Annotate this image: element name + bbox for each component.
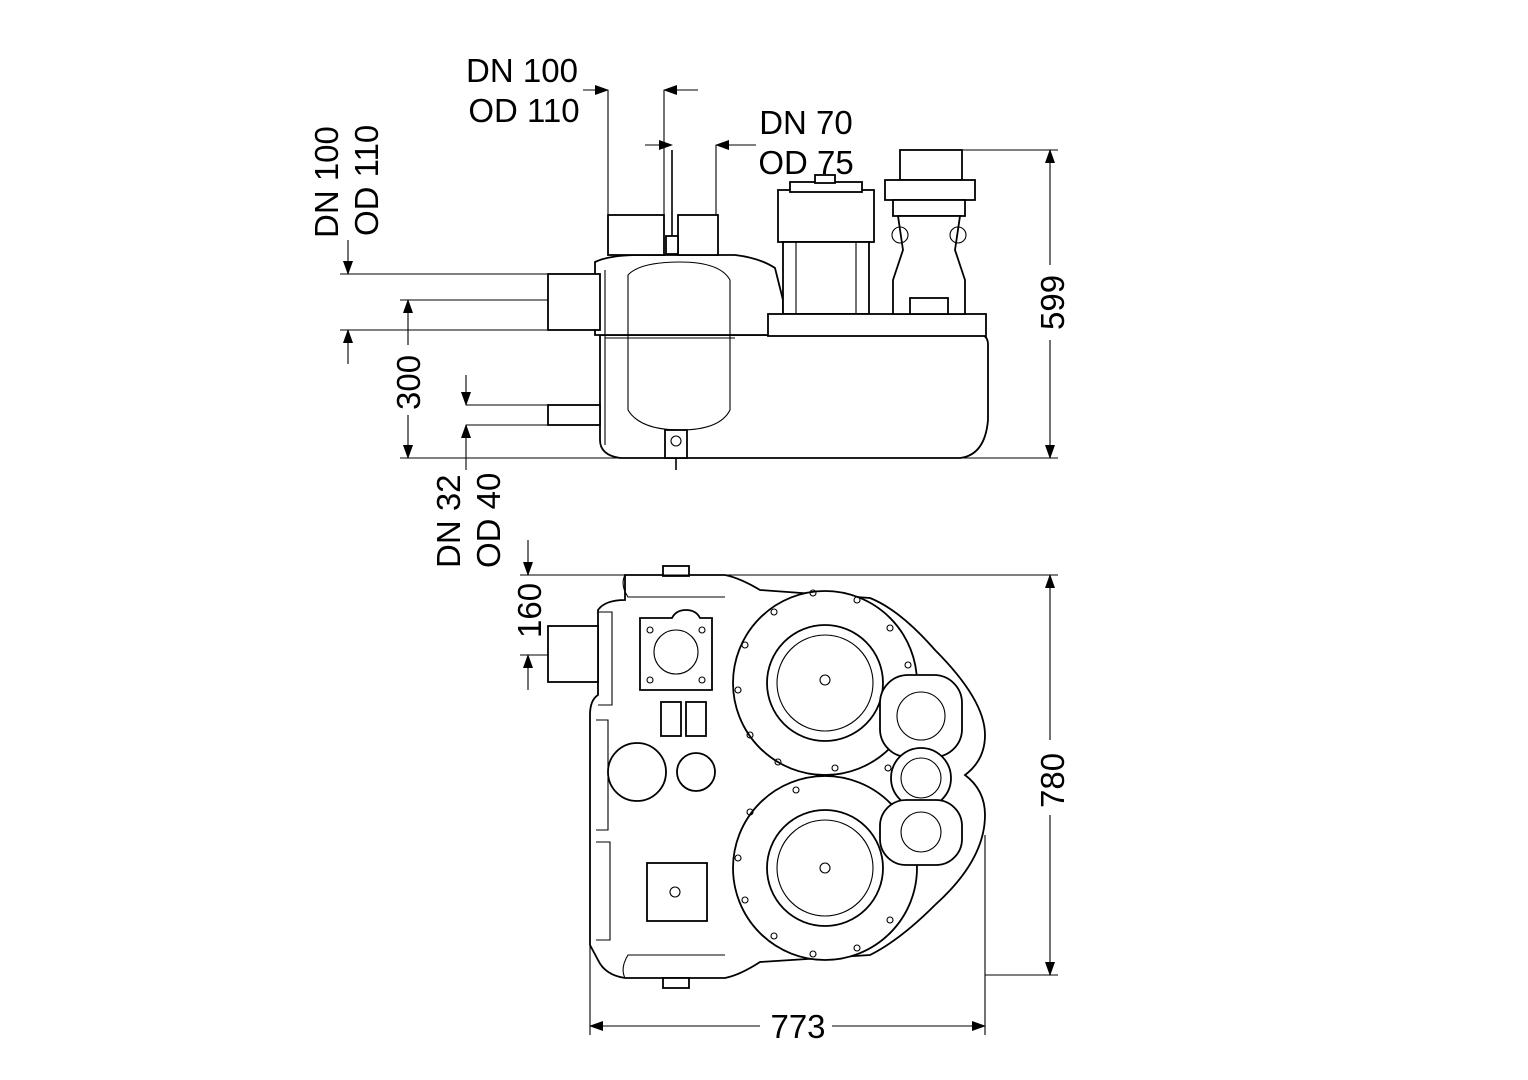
dim-offset: 160 [511, 583, 548, 638]
valve-upper [879, 674, 963, 758]
tank-body-side [599, 334, 989, 459]
dim-inlet-dn32: DN 32 [430, 474, 467, 568]
cover-plate [767, 313, 987, 337]
inlet-pipe-top [547, 625, 599, 683]
outlet-valve-top [899, 149, 963, 181]
motor-housing [777, 189, 875, 243]
dim-outlet-dn70: DN 70 [759, 104, 853, 141]
dim-height-inlet: 300 [390, 355, 427, 410]
control-box [646, 862, 708, 922]
port-small-circle [676, 752, 716, 792]
dim-height-total: 599 [1034, 275, 1071, 330]
dim-inlet-od40: OD 40 [470, 473, 507, 568]
top-dimensions: 160 780 773 [511, 540, 1071, 1045]
dim-outlet-od75: OD 75 [758, 144, 853, 181]
top-port-right [677, 214, 719, 256]
dim-inlet-od110: OD 110 [348, 125, 385, 236]
dim-width: 773 [770, 1008, 825, 1045]
access-hatch [639, 609, 713, 691]
top-view [547, 565, 986, 989]
side-dimensions: DN 100 OD 110 DN 70 OD 75 DN 100 OD 110 … [308, 52, 1071, 568]
valve-center [890, 747, 952, 809]
valve-lower [879, 799, 963, 866]
chamber-dome [594, 254, 784, 336]
dim-outlet-od110: OD 110 [468, 92, 579, 129]
inlet-pipe-lower [547, 404, 601, 426]
dim-depth: 780 [1034, 753, 1071, 808]
port-large-circle [607, 742, 667, 802]
side-view [547, 149, 989, 470]
top-port-left [607, 214, 665, 256]
dim-outlet-dn100: DN 100 [466, 52, 578, 89]
inlet-pipe-upper [547, 273, 601, 331]
dim-inlet-dn100: DN 100 [308, 126, 345, 238]
